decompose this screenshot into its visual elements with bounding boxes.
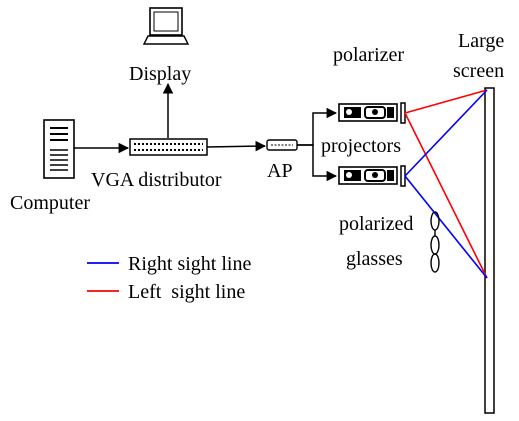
projector-icon (338, 103, 398, 122)
polarizer-label: polarizer (333, 44, 404, 66)
polarized-glasses-icon (430, 211, 440, 273)
vga-distributor-label: VGA distributor (91, 169, 222, 191)
vga-to-ap-arrow (206, 140, 267, 152)
projectors-label: projectors (321, 135, 401, 157)
left-sight-line-legend: Left sight line (128, 281, 245, 303)
ap-to-bottom-projector-arrow (297, 144, 338, 182)
glasses-label: glasses (346, 248, 403, 270)
computer-label: Computer (10, 192, 90, 214)
right-sight-line-legend: Right sight line (128, 253, 251, 275)
right-sight-line-bottom (404, 175, 488, 279)
left-sight-line-bottom (404, 112, 488, 279)
computer-tower-icon (43, 119, 75, 179)
vga-distributor-icon (129, 138, 208, 156)
ap-label: AP (267, 160, 293, 182)
access-point-icon (266, 139, 298, 151)
large-screen-icon (484, 87, 495, 414)
monitor-icon (142, 7, 190, 45)
left-sight-line-top (404, 89, 488, 114)
right-sight-line-top (404, 89, 488, 177)
display-label: Display (129, 63, 191, 85)
large-label: Large (458, 30, 504, 52)
polarizer-icon (400, 102, 406, 124)
projector-icon (338, 166, 398, 185)
polarizer-icon (400, 165, 406, 187)
screen-label: screen (453, 60, 504, 82)
polarized-label: polarized (339, 213, 413, 235)
legend: Right sight line Left sight line (87, 253, 251, 303)
